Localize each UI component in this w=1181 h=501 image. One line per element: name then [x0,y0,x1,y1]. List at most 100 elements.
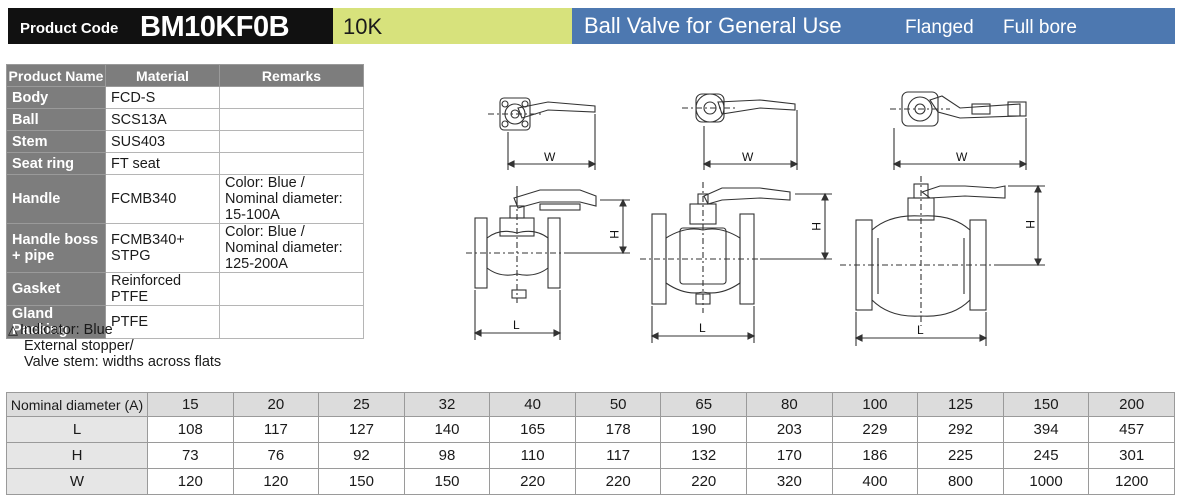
value-cell: 220 [489,468,576,495]
value-cell: 301 [1088,442,1175,469]
warning-triangle-icon: △ [8,322,18,337]
note-line-2: External stopper/ [24,338,134,354]
part-material: FCMB340 [105,174,220,224]
value-cell: 320 [746,468,833,495]
front-view-large [840,176,1045,346]
dim-h-label: H [607,230,621,239]
material-table-header: Product Name Material Remarks [6,64,364,87]
row-label: L [6,416,148,443]
size-cell: 50 [574,392,662,417]
material-table: Product Name Material Remarks Body FCD-S… [6,64,364,339]
table-row-l: L 108 117 127 140 165 178 190 203 229 29… [6,416,1175,443]
row-label: H [6,442,148,469]
dim-h-label: H [809,222,823,231]
product-title: Ball Valve for General Use [584,13,842,38]
value-cell: 220 [574,468,662,495]
part-remarks: Color: Blue / Nominal diameter: 125-200A [219,223,364,273]
value-cell: 292 [917,416,1004,443]
pressure-rating: 10K [343,14,383,39]
value-cell: 110 [489,442,576,469]
size-cell: 200 [1088,392,1175,417]
size-header-row: Nominal diameter (A) 15 20 25 32 40 50 6… [6,392,1175,417]
size-cell: 65 [660,392,748,417]
size-cell: 40 [489,392,576,417]
dim-w-label: W [742,150,754,164]
part-name: Body [6,86,106,109]
table-row: Body FCD-S [6,86,364,109]
value-cell: 117 [232,416,320,443]
product-code-block: Product Code BM10KF0B [8,8,333,44]
value-cell: 225 [917,442,1004,469]
table-row-w: W 120 120 150 150 220 220 220 320 400 80… [6,468,1175,495]
dim-h-label: H [1023,220,1037,229]
size-cell: 125 [917,392,1004,417]
part-remarks [219,108,364,131]
size-cell: 25 [318,392,405,417]
value-cell: 92 [318,442,405,469]
note-line-1: Indicator: Blue [20,322,113,338]
value-cell: 394 [1002,416,1090,443]
dim-w-label: W [956,150,968,164]
top-view-medium [682,93,799,170]
size-cell: 15 [147,392,234,417]
row-label: W [6,468,148,495]
value-cell: 76 [232,442,320,469]
value-cell: 120 [147,468,234,495]
front-view-medium [640,182,832,343]
value-cell: 120 [232,468,320,495]
size-cell: 32 [403,392,491,417]
part-remarks [219,152,364,175]
part-remarks: Color: Blue / Nominal diameter: 15-100A [219,174,364,224]
value-cell: 220 [660,468,748,495]
col-product-name: Product Name [6,64,106,87]
value-cell: 108 [147,416,234,443]
table-row: Ball SCS13A [6,108,364,131]
table-row: Gasket Reinforced PTFE [6,272,364,306]
table-row-h: H 73 76 92 98 110 117 132 170 186 225 24… [6,442,1175,469]
value-cell: 457 [1088,416,1175,443]
value-cell: 203 [746,416,833,443]
value-cell: 150 [318,468,405,495]
dimension-table: Nominal diameter (A) 15 20 25 32 40 50 6… [6,392,1175,495]
table-row: Seat ring FT seat [6,152,364,175]
top-view-large [890,91,1028,170]
col-material: Material [105,64,220,87]
value-cell: 150 [403,468,491,495]
title-block: Ball Valve for General Use Flanged Full … [572,8,1175,44]
part-remarks [219,305,364,339]
front-view-small [466,186,630,340]
product-code-value: BM10KF0B [140,11,290,43]
indicator-note: △Indicator: Blue External stopper/ Valve… [8,322,221,370]
value-cell: 170 [746,442,833,469]
pressure-rating-block: 10K [333,8,572,44]
table-row: Handle boss + pipe FCMB340+ STPG Color: … [6,223,364,273]
table-row: Stem SUS403 [6,130,364,153]
part-name: Handle [6,174,106,224]
part-material: SCS13A [105,108,220,131]
dim-l-label: L [513,318,520,332]
part-material: SUS403 [105,130,220,153]
note-line-3: Valve stem: widths across flats [24,354,222,370]
dim-w-label: W [544,150,556,164]
part-name: Gasket [6,272,106,306]
value-cell: 117 [574,442,662,469]
part-remarks [219,86,364,109]
value-cell: 1000 [1002,468,1090,495]
part-name: Stem [6,130,106,153]
part-name: Handle boss + pipe [6,223,106,273]
part-material: FCMB340+ STPG [105,223,220,273]
value-cell: 132 [660,442,748,469]
part-name: Seat ring [6,152,106,175]
part-name: Ball [6,108,106,131]
part-material: FT seat [105,152,220,175]
part-material: FCD-S [105,86,220,109]
value-cell: 98 [403,442,491,469]
valve-dimension-drawing: W W W H H H L L L [466,91,1045,346]
part-name: Gland Packing [6,305,106,339]
size-cell: 150 [1002,392,1090,417]
top-view-small [488,97,597,170]
size-cell: 20 [232,392,320,417]
table-row: Handle FCMB340 Color: Blue / Nominal dia… [6,174,364,224]
part-remarks [219,130,364,153]
size-cell: 80 [746,392,833,417]
